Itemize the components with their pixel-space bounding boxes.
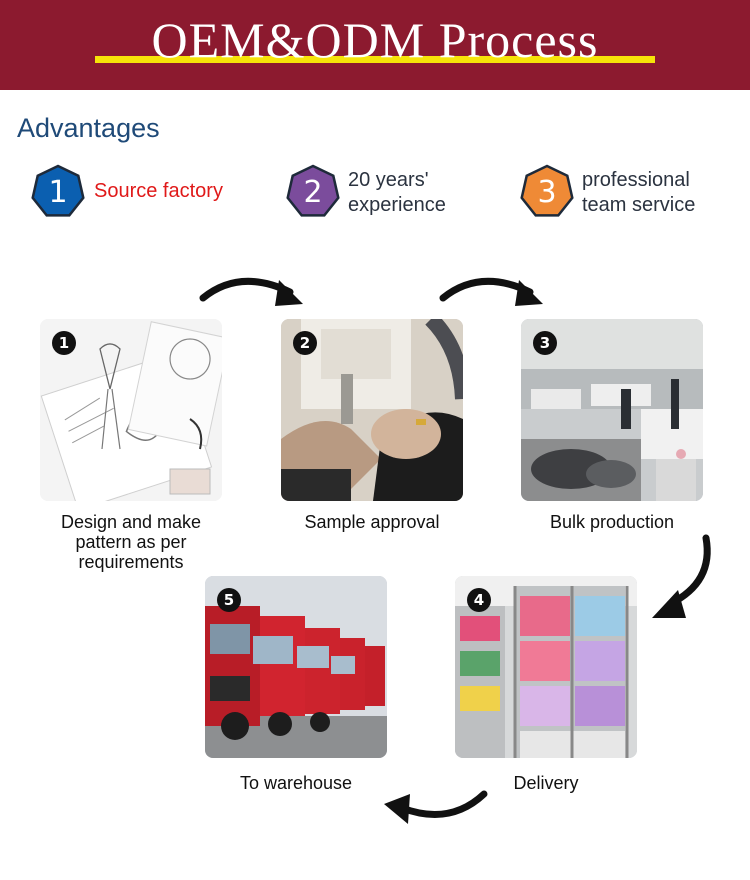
step-2-badge: 2 (293, 331, 317, 355)
advantage-3-badge: 3 (519, 164, 575, 220)
step-5-image: 5 (205, 576, 387, 758)
heptagon-icon (286, 164, 340, 217)
advantage-3-number: 3 (537, 175, 557, 210)
advantage-2-badge: 2 (285, 164, 341, 220)
curved-arrow-right-icon (199, 277, 303, 306)
header-underline (95, 56, 655, 63)
step-1-badge: 1 (52, 331, 76, 355)
page-title: OEM&ODM Process (151, 12, 599, 68)
step-3-caption: Bulk production (549, 512, 675, 532)
heptagon-icon (520, 164, 574, 217)
curved-arrow-down-icon (652, 534, 711, 618)
step-4-badge: 4 (467, 588, 491, 612)
advantage-1-label: Source factory (94, 180, 223, 202)
step-2-caption: Sample approval (304, 512, 440, 532)
advantage-3-label: professional team service (582, 169, 696, 216)
step-4-image: 4 (455, 576, 637, 758)
step-1-image: 1 (40, 319, 222, 501)
step-5-badge: 5 (217, 588, 241, 612)
curved-arrow-left-icon (384, 790, 488, 824)
curved-arrow-right-icon (439, 277, 543, 306)
step-4-caption: Delivery (513, 773, 579, 793)
step-2-image: 2 (281, 319, 463, 501)
header-banner (0, 0, 750, 90)
sketch-illustration-icon (40, 319, 222, 501)
advantage-1-number: 1 (48, 175, 68, 210)
advantage-2-label: 20 years' experience (348, 169, 446, 216)
step-3-image: 3 (521, 319, 703, 501)
step-3-badge: 3 (533, 331, 557, 355)
step-1-caption: Design and make pattern as per requireme… (60, 512, 202, 572)
advantage-2-number: 2 (303, 175, 323, 210)
advantage-1-badge: 1 (30, 164, 86, 220)
heptagon-icon (31, 164, 85, 217)
warehouse-shelves-photo-icon (455, 576, 637, 758)
step-5-caption: To warehouse (239, 773, 353, 793)
advantages-title: Advantages (17, 113, 160, 143)
